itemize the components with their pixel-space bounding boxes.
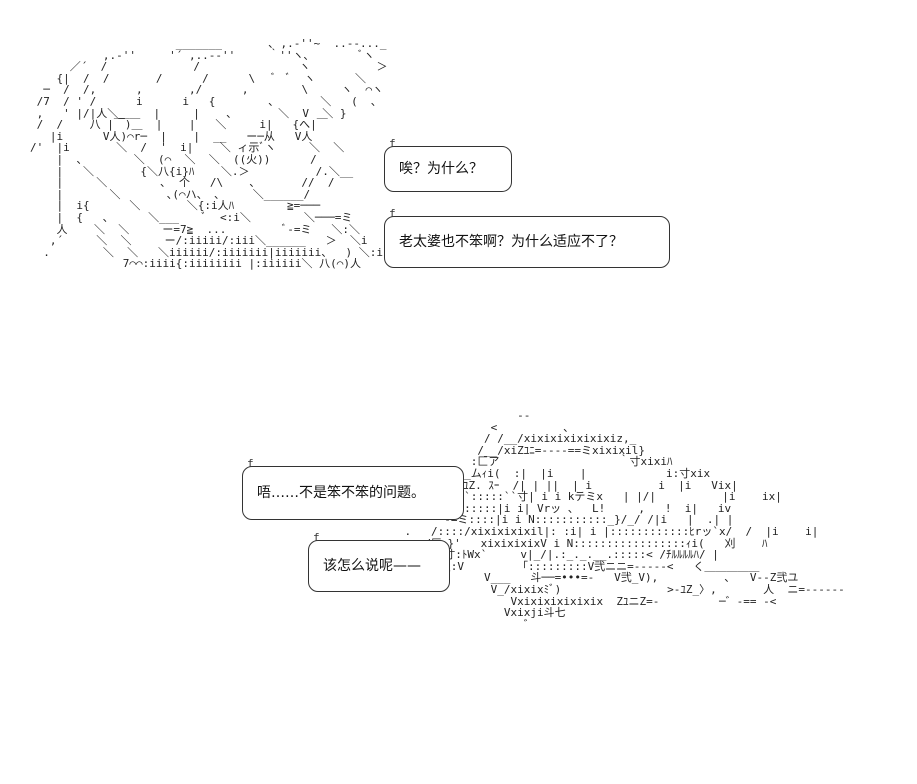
bubble-tail-icon: f <box>313 531 320 544</box>
speech-bubble-4: f 该怎么说呢—— <box>308 531 450 592</box>
bubble-text: 该怎么说呢—— <box>323 558 421 574</box>
ascii-art-character-bottom: ‐‐ < ､ / /__/xixixixixixixiz,_ /__/xiZﾕﾆ… <box>404 409 845 631</box>
bubble-tail-icon: f <box>389 137 396 150</box>
bubble-text: 唔……不是笨不笨的问题。 <box>257 485 425 501</box>
speech-bubble-1: f 唉？为什么？ <box>384 137 512 192</box>
speech-bubble-3: f 唔……不是笨不笨的问题。 <box>242 457 464 520</box>
bubble-text: 老太婆也不笨啊？为什么适应不了？ <box>399 234 623 250</box>
ascii-art-character-top: _______ ､ ,.-''~ ..--..._ ,.-'' '´ ,..--… <box>30 37 390 271</box>
bubble-tail-icon: f <box>389 207 396 220</box>
speech-bubble-2: f 老太婆也不笨啊？为什么适应不了？ <box>384 207 670 268</box>
bubble-text: 唉？为什么？ <box>399 161 483 177</box>
bubble-tail-icon: f <box>247 457 254 470</box>
